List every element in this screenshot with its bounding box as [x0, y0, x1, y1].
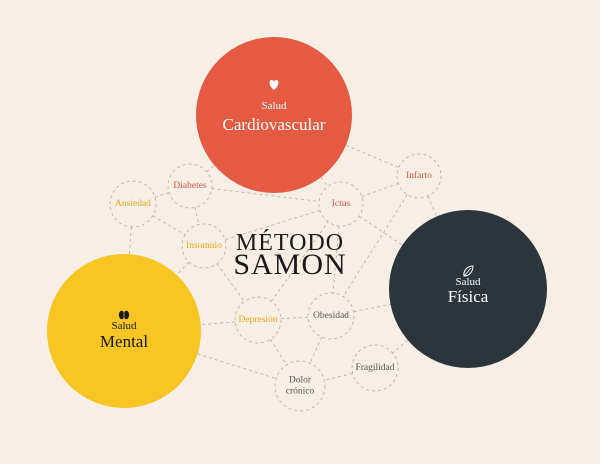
link-diabetes-ictus: [211, 188, 320, 202]
condition-label: Infarto: [406, 170, 432, 181]
connection-lines: [128, 144, 438, 381]
condition-node-depresion: Depresión: [234, 296, 282, 344]
link-diabetes-insomnio: [194, 207, 200, 225]
condition-node-diabetes: Diabetes: [167, 163, 213, 209]
link-ansiedad-insomnio: [152, 215, 186, 236]
condition-node-fragilidad: Fragilidad: [351, 344, 399, 392]
link-ictus-obesidad: [332, 225, 340, 294]
condition-label: Fragilidad: [355, 363, 394, 373]
health-area-circle: [196, 37, 352, 193]
link-diabetes-ansiedad: [154, 192, 170, 198]
condition-circle: [274, 360, 326, 412]
condition-circle: [318, 181, 364, 227]
link-insomnio-depresion: [216, 263, 245, 302]
link-diabetes-cardiovascular: [206, 165, 215, 173]
health-area-label: Mental: [100, 332, 148, 351]
leaf-icon: [463, 265, 474, 277]
health-area-label: Cardiovascular: [223, 115, 326, 134]
link-ictus-infarto: [361, 182, 399, 198]
condition-label: Diabetes: [173, 181, 207, 191]
condition-circle: [307, 292, 355, 340]
condition-label: Depresión: [238, 315, 277, 325]
title-line-1: MÉTODO: [236, 230, 344, 256]
link-depresion-ictus: [271, 221, 329, 302]
health-area-circle: [389, 210, 547, 368]
link-obesidad-fisica: [353, 303, 391, 313]
link-cardiovascular-ictus: [320, 177, 329, 187]
condition-label: crónico: [286, 387, 315, 397]
link-insomnio-mental: [176, 261, 190, 276]
condition-node-obesidad: Obesidad: [307, 292, 355, 340]
condition-circle: [109, 180, 157, 228]
link-fragilidad-dolor: [324, 372, 353, 381]
brain-icon: [118, 310, 130, 320]
condition-node-infarto: Infarto: [396, 153, 442, 199]
condition-circle: [167, 163, 213, 209]
health-area-sublabel: Salud: [111, 320, 137, 332]
link-fisica-fragilidad: [392, 339, 409, 354]
link-infarto-obesidad: [342, 194, 408, 297]
condition-circle: [396, 153, 442, 199]
health-area-circle: [47, 254, 201, 408]
link-obesidad-dolor: [309, 336, 323, 364]
heart-icon: [269, 80, 279, 90]
health-area-label: Física: [448, 287, 489, 306]
condition-circle: [234, 296, 282, 344]
health-area-nodes: SaludCardiovascularSaludFísicaSaludMenta…: [47, 37, 547, 408]
condition-node-insomnio: Insomnio: [181, 223, 227, 269]
link-ansiedad-mental: [128, 226, 132, 255]
method-title: MÉTODO SAMON: [233, 230, 346, 281]
condition-label: Ansiedad: [115, 199, 151, 209]
link-infarto-fisica: [427, 196, 438, 217]
condition-label: Obesidad: [313, 311, 349, 321]
title-line-2: SAMON: [233, 248, 346, 281]
link-ictus-fisica: [359, 215, 403, 246]
condition-label: Insomnio: [186, 241, 222, 251]
health-area-sublabel: Salud: [261, 100, 287, 112]
link-depresion-mental: [200, 321, 236, 326]
condition-node-ansiedad: Ansiedad: [109, 180, 157, 228]
condition-label: Dolor: [289, 376, 312, 386]
link-depresion-dolor: [269, 339, 287, 366]
condition-node-ictus: Ictus: [318, 181, 364, 227]
link-cardiovascular-infarto: [345, 144, 399, 168]
link-ictus-insomnio: [224, 209, 321, 241]
link-mental-dolor: [197, 353, 277, 379]
link-depresion-obesidad: [280, 316, 309, 320]
health-area-sublabel: Salud: [455, 276, 481, 288]
condition-circle: [181, 223, 227, 269]
condition-label: Ictus: [332, 199, 351, 209]
condition-circle: [351, 344, 399, 392]
